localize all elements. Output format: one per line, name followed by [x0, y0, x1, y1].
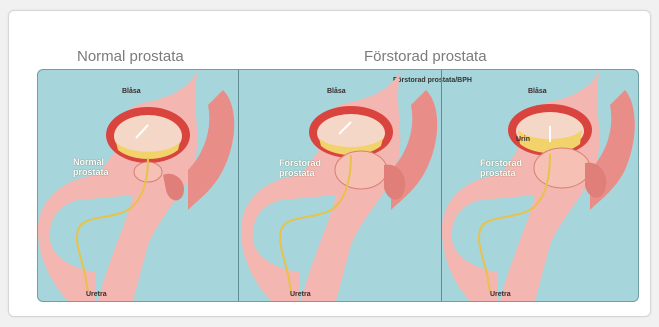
anatomy-illustration-enlarged: [239, 70, 441, 301]
label-prostate: Förstorad prostata: [480, 158, 525, 178]
prostate-enlarged: [335, 151, 387, 189]
label-urethra: Uretra: [490, 291, 511, 299]
label-urine: Urin: [516, 136, 530, 144]
panel-enlarged: Blåsa Förstorad prostata Uretra: [239, 70, 441, 301]
panel-normal: Blåsa Normal prostata Uretra: [38, 70, 238, 301]
heading-normal-prostate: Normal prostata: [77, 48, 184, 65]
anatomy-board: Förstorad prostata/BPH Blåsa Normal pros…: [37, 69, 639, 302]
label-bladder: Blåsa: [122, 88, 141, 96]
label-urethra: Uretra: [86, 291, 107, 299]
panel-enlarged-bph: Blåsa Urin Förstorad prostata Uretra: [442, 70, 638, 301]
label-urethra: Uretra: [290, 291, 311, 299]
heading-enlarged-prostate: Förstorad prostata: [364, 48, 487, 65]
label-prostate: Normal prostata: [73, 157, 118, 177]
label-bladder: Blåsa: [327, 88, 346, 96]
anatomy-illustration-bph: [442, 70, 638, 301]
label-prostate: Förstorad prostata: [279, 158, 324, 178]
label-bladder: Blåsa: [528, 88, 547, 96]
anatomy-illustration-normal: [38, 70, 238, 301]
prostate-enlarged: [534, 148, 590, 188]
